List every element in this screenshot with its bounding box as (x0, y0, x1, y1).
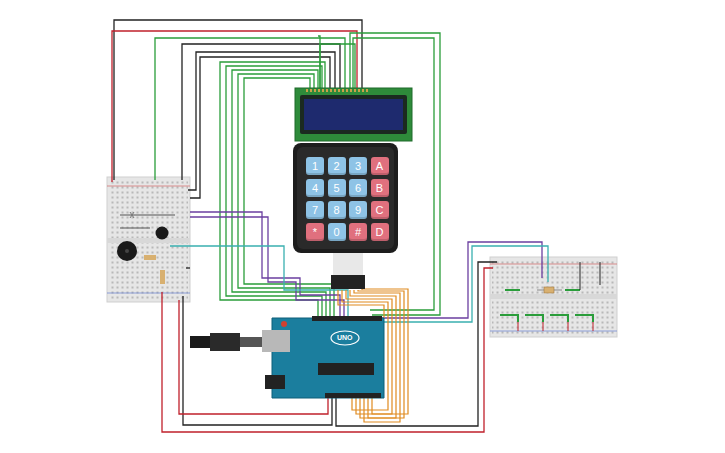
key-label: 2 (333, 161, 339, 172)
keypad-key: A (371, 157, 389, 175)
keypad-key: 5 (328, 179, 346, 197)
keypad-key: 6 (349, 179, 367, 197)
right-parts (500, 262, 600, 331)
lcd-display (295, 88, 412, 141)
keypad-key: 3 (349, 157, 367, 175)
key-label: 5 (333, 183, 339, 194)
key-label: 0 (333, 227, 339, 238)
key-label: C (376, 205, 384, 216)
key-label: 4 (312, 183, 318, 194)
keypad-key: 4 (306, 179, 324, 197)
keypad-key: * (306, 223, 324, 241)
board-label: UNO (337, 334, 353, 342)
breadboard-left (107, 177, 190, 302)
keypad-key: 1 (306, 157, 324, 175)
key-label: 6 (355, 183, 361, 194)
key-label: A (376, 161, 383, 172)
wires (112, 20, 548, 432)
key-label: # (355, 227, 361, 238)
left-parts (117, 212, 175, 284)
key-label: B (376, 183, 383, 194)
keypad-body (293, 143, 398, 289)
keypad-key: D (371, 223, 389, 241)
keypad-key: C (371, 201, 389, 219)
key-label: 9 (355, 205, 361, 216)
keypad-key: 0 (328, 223, 346, 241)
key-label: 1 (312, 161, 318, 172)
keypad-key: 9 (349, 201, 367, 219)
keypad-key: # (349, 223, 367, 241)
key-label: 7 (312, 205, 318, 216)
key-label: 8 (333, 205, 339, 216)
arduino-board (190, 316, 384, 398)
keypad-key: B (371, 179, 389, 197)
keypad-key: 8 (328, 201, 346, 219)
key-label: * (313, 227, 317, 238)
key-label: 3 (355, 161, 361, 172)
breadboard-right (490, 257, 617, 337)
keypad-key: 2 (328, 157, 346, 175)
key-label: D (376, 227, 384, 238)
keypad-key: 7 (306, 201, 324, 219)
